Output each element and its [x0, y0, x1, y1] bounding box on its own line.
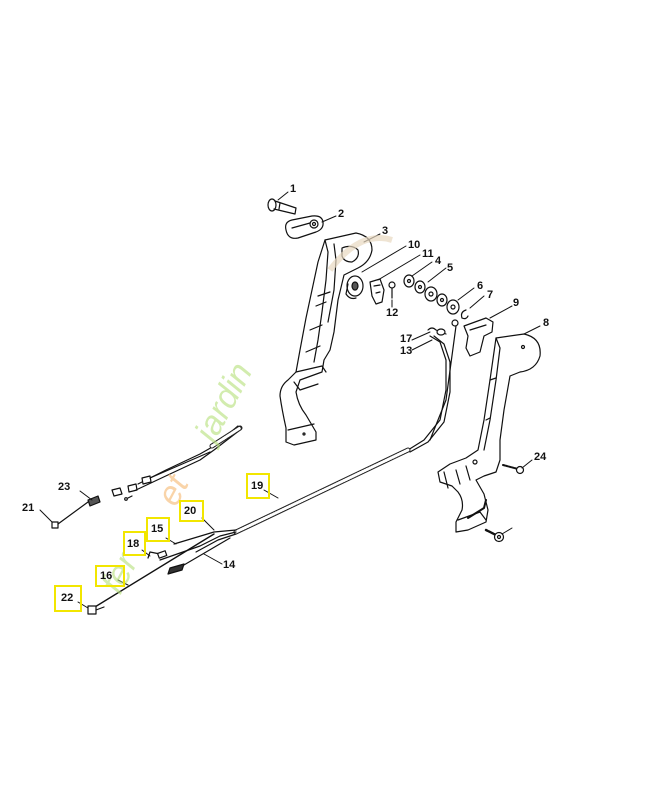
watermark-swoosh: [327, 235, 393, 272]
screw-part-23: [502, 464, 525, 475]
highlight-box-21: [54, 585, 82, 612]
callout-4[interactable]: 4: [435, 255, 442, 267]
callout-7[interactable]: 7: [487, 289, 494, 301]
highlight-box-20: [179, 500, 204, 522]
washers-parts-4-5-6-7: [403, 274, 469, 320]
callout-3[interactable]: 1: [290, 183, 297, 195]
screw-part-24: [484, 528, 505, 543]
callout-2[interactable]: 2: [338, 208, 345, 220]
callout-23[interactable]: 24: [534, 451, 547, 463]
callout-8[interactable]: 8: [543, 317, 550, 329]
handle-part-1: [279, 232, 373, 446]
highlight-box-18: [123, 531, 146, 556]
screw-part-12: [388, 281, 396, 299]
callout-9[interactable]: 9: [513, 297, 520, 309]
trigger-part-9: [451, 317, 494, 357]
callout-22[interactable]: 23: [58, 481, 71, 493]
cable-assembly-part-22: [51, 425, 243, 529]
callout-13[interactable]: 13: [400, 345, 413, 357]
callout-11[interactable]: 11: [422, 248, 434, 260]
terminal-part-21-lower: [87, 605, 105, 615]
callout-10[interactable]: 10: [408, 239, 421, 251]
svg-text:jardin: jardin: [186, 356, 260, 451]
cable-bundle-part-20-14: [89, 529, 237, 611]
callout-17[interactable]: 17: [400, 333, 413, 345]
highlight-box-15: [95, 565, 125, 587]
callout-5[interactable]: 5: [447, 262, 454, 274]
callout-20[interactable]: 20: [184, 505, 197, 517]
callout-18[interactable]: 18: [127, 538, 140, 550]
knob-part-10: [345, 275, 364, 300]
callout-21-lower[interactable]: 22: [61, 592, 74, 604]
highlight-box-19: [246, 473, 270, 499]
callout-6[interactable]: 6: [477, 280, 484, 292]
callout-1[interactable]: 3: [382, 225, 389, 237]
callout-14[interactable]: 14: [223, 559, 236, 571]
callout-21-upper[interactable]: 21: [22, 502, 35, 514]
handle-part-8: [437, 333, 541, 533]
highlight-box-16: [146, 517, 170, 542]
link-plate-part-2: [285, 215, 324, 239]
callout-15[interactable]: 16: [100, 570, 113, 582]
callout-19[interactable]: 19: [251, 480, 264, 492]
spring-conduit-part-19: [233, 447, 411, 535]
leader-lines: [39, 191, 541, 609]
bolt-part-3: [267, 198, 297, 215]
bracket-part-11: [369, 278, 385, 305]
callout-12[interactable]: 12: [386, 307, 399, 319]
lever-part-17-13: [407, 325, 457, 453]
callout-16[interactable]: 15: [151, 523, 164, 535]
